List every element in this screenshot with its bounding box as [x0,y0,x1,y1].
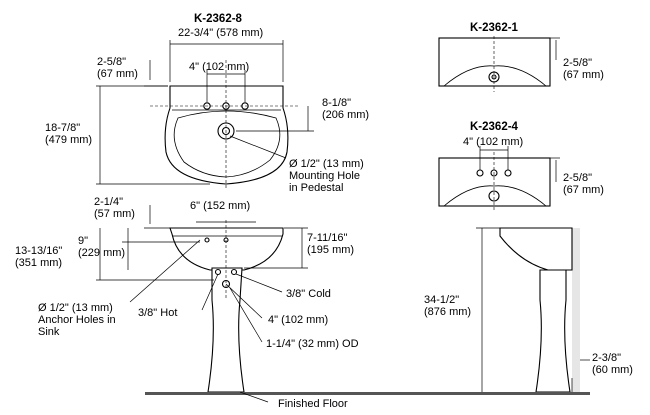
top-depth-label: 18-7/8" (479 mm) [45,122,93,146]
variant-4-drain [488,190,500,202]
front-drain-label: 9" (229 mm) [78,235,126,259]
front-view-hole-left [204,237,210,243]
side-view-wall [572,228,580,392]
anchor-leader [129,239,201,303]
mounting-hole-leader [229,135,287,159]
side-view-drawing [476,227,590,393]
variant-4-back-label: 2-5/8" (67 mm) [563,172,604,196]
variant-4-hole-right [504,169,512,177]
front-overall-label: 13-13/16" (351 mm) [15,245,63,269]
variant-1-drawing [438,36,560,92]
front-spacing-label: 6" (152 mm) [190,200,251,212]
mounting-hole-label: Ø 1/2" (13 mm) Mounting Hole in Pedestal [289,158,364,194]
cold-supply [230,268,238,276]
top-back-label: 2-5/8" (67 mm) [97,56,138,80]
finished-floor-label: Finished Floor [278,398,348,410]
side-base-label: 2-3/8" (60 mm) [592,352,633,376]
floor-leader [239,391,269,403]
side-view-basin [499,227,573,271]
hot-label: 3/8" Hot [138,307,178,319]
side-view-pedestal [535,269,571,393]
top-width-label: 22-3/4" (578 mm) [178,27,264,39]
top-spacing-label: 4" (102 mm) [189,61,250,73]
front-rim-label: 2-1/4" (57 mm) [94,196,135,220]
variant-1-back-label: 2-5/8" (67 mm) [563,57,604,81]
drain-leader [229,287,263,343]
top-hole-label: 8-1/8" (206 mm) [322,97,370,121]
variant-1-title: K-2362-1 [470,22,518,34]
variant-4-drawing [438,146,560,212]
variant-4-hole-left [476,169,484,177]
variant-4-spacing-label: 4" (102 mm) [463,136,524,148]
supply-spacing-label: 4" (102 mm) [268,314,329,326]
front-view-sink-body [169,227,284,271]
anchor-holes-label: Ø 1/2" (13 mm) Anchor Holes in Sink [38,302,116,338]
front-view-drawing [96,205,308,393]
hot-supply [214,268,222,276]
top-view-drawing [96,40,314,190]
front-bowl-label: 7-11/16" (195 mm) [307,232,355,256]
top-view-title: K-2362-8 [194,13,242,25]
cold-label: 3/8" Cold [286,288,331,300]
finished-floor-line [145,392,590,395]
cold-leader [235,273,283,293]
drain-od-label: 1-1/4" (32 mm) OD [266,338,359,350]
top-view-inner-bowl [173,110,281,178]
side-height-label: 34-1/2" (876 mm) [424,294,472,318]
variant-4-bowl-curve [443,185,547,207]
hot-leader [201,273,219,311]
variant-4-title: K-2362-4 [470,121,518,133]
spacing-leader [225,283,263,319]
